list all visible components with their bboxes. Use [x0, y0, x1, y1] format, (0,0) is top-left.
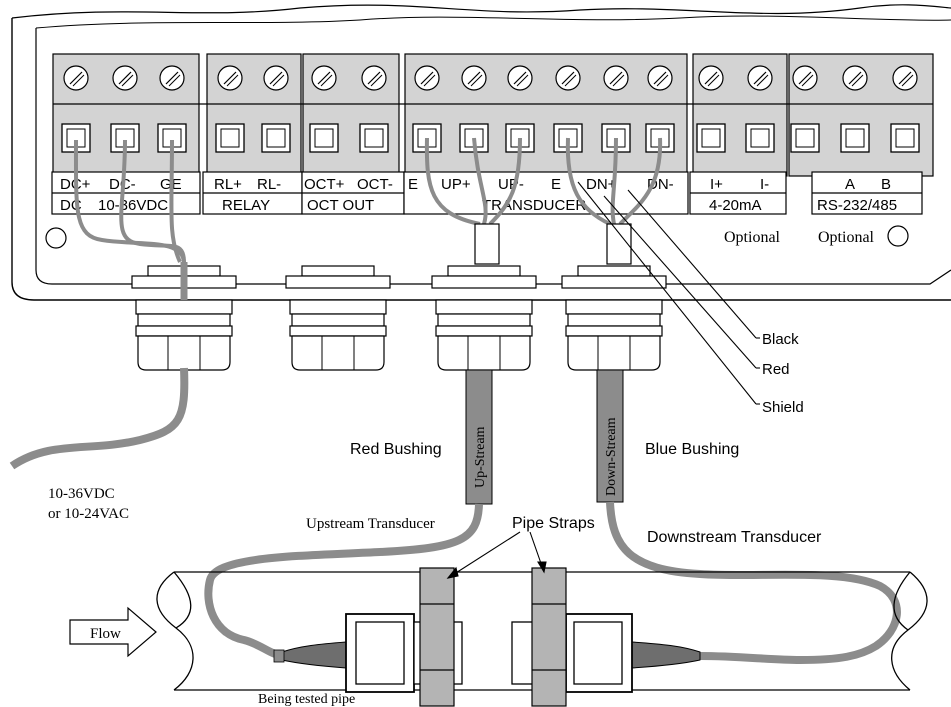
upstream-wires [424, 137, 522, 265]
enclosure [11, 4, 951, 301]
terminal-screw [647, 65, 673, 91]
pipe-strap-upstream [419, 567, 455, 707]
terminal-screw [892, 65, 918, 91]
relay-label: RELAY [222, 197, 270, 214]
terminal-screw [698, 65, 724, 91]
terminal-screw [747, 65, 773, 91]
terminal-screw [217, 65, 243, 91]
wire-color-labels: Black Red Shield [762, 331, 804, 416]
pin-label-e-upstream: E [408, 176, 418, 193]
downstream-transducer [511, 613, 701, 693]
terminal-clamp [215, 123, 245, 153]
analog-optional-note: Optional [724, 229, 781, 246]
pipe-labels: Upstream Transducer Downstream Transduce… [258, 515, 822, 707]
downstream-bushing [606, 223, 632, 265]
power-cable [9, 139, 189, 470]
pin-label-oct-minus: OCT- [357, 176, 393, 193]
terminal-clamp [745, 123, 775, 153]
pin-label-up-plus: UP+ [441, 176, 471, 193]
power-input-line2: or 10-24VAC [48, 506, 129, 522]
power-input-label: 10-36VDC or 10-24VAC [48, 486, 129, 522]
downstream-cable: Down-Stream [596, 369, 901, 665]
downstream-cable-label: Down-Stream [604, 417, 619, 496]
wire-label-shield: Shield [762, 399, 804, 416]
terminal-clamp [359, 123, 389, 153]
pin-label-rl-minus: RL- [257, 176, 281, 193]
pin-label-up-minus: UP- [498, 176, 524, 193]
terminal-screw [112, 65, 138, 91]
terminal-screw [507, 65, 533, 91]
oct-label: OCT OUT [307, 197, 374, 214]
terminal-screw [842, 65, 868, 91]
terminal-screw [461, 65, 487, 91]
flow-arrow: Flow [69, 606, 157, 658]
pipe-straps [419, 567, 567, 707]
power-label-voltage: 10-36VDC [98, 197, 168, 214]
pin-label-a: A [845, 176, 855, 193]
mount-hole-right [887, 225, 909, 247]
terminal-screw [792, 65, 818, 91]
terminal-clamp [840, 123, 870, 153]
terminal-screw [159, 65, 185, 91]
terminal-screw [414, 65, 440, 91]
pin-label-i-plus: I+ [710, 176, 723, 193]
terminal-screw [361, 65, 387, 91]
serial-optional-note: Optional [818, 229, 875, 246]
terminal-clamp [261, 123, 291, 153]
pin-label-rl-plus: RL+ [214, 176, 242, 193]
wire-label-red: Red [762, 361, 790, 378]
terminal-clamp [309, 123, 339, 153]
downstream-transducer-label: Downstream Transducer [647, 529, 822, 546]
power-input-line1: 10-36VDC [48, 486, 115, 502]
terminal-clamp [696, 123, 726, 153]
terminal-screw [311, 65, 337, 91]
upstream-transducer-label: Upstream Transducer [306, 516, 435, 532]
terminal-clamp [890, 123, 920, 153]
pin-label-i-minus: I- [760, 176, 769, 193]
cable-labels: Red Bushing Blue Bushing [350, 441, 739, 458]
upstream-cable: Up-Stream [204, 369, 493, 660]
terminal-screw [263, 65, 289, 91]
blue-bushing-label: Blue Bushing [645, 441, 739, 458]
downstream-wires [565, 137, 663, 265]
wire-label-black: Black [762, 331, 799, 348]
transducer-terminal-block [404, 53, 688, 177]
mount-hole-left [45, 227, 67, 249]
pin-label-e-downstream: E [551, 176, 561, 193]
terminal-screw [63, 65, 89, 91]
pipe-straps-label: Pipe Straps [512, 515, 595, 532]
cable-glands [131, 265, 667, 371]
upstream-cable-label: Up-Stream [473, 426, 488, 488]
red-bushing-label: Red Bushing [350, 441, 442, 458]
pipe-strap-downstream [531, 567, 567, 707]
terminal-screw [603, 65, 629, 91]
wire-leader-lines [577, 181, 760, 405]
serial-label: RS-232/485 [817, 197, 897, 214]
pin-label-dn-plus: DN+ [586, 176, 617, 193]
pin-label-oct-plus: OCT+ [304, 176, 345, 193]
cable-gland [285, 265, 391, 371]
pipe-label: Being tested pipe [258, 692, 355, 707]
cable-gland [561, 265, 667, 371]
terminal-screw [555, 65, 581, 91]
pin-label-b: B [881, 176, 891, 193]
cable-gland [431, 265, 537, 371]
terminal-clamp [790, 123, 820, 153]
cable-gland [131, 265, 237, 371]
analog-label: 4-20mA [709, 197, 762, 214]
flow-label: Flow [90, 626, 121, 642]
transducer-label: TRANSDUCER [482, 197, 586, 214]
upstream-bushing [474, 223, 500, 265]
strap-leader-lines [446, 531, 547, 579]
